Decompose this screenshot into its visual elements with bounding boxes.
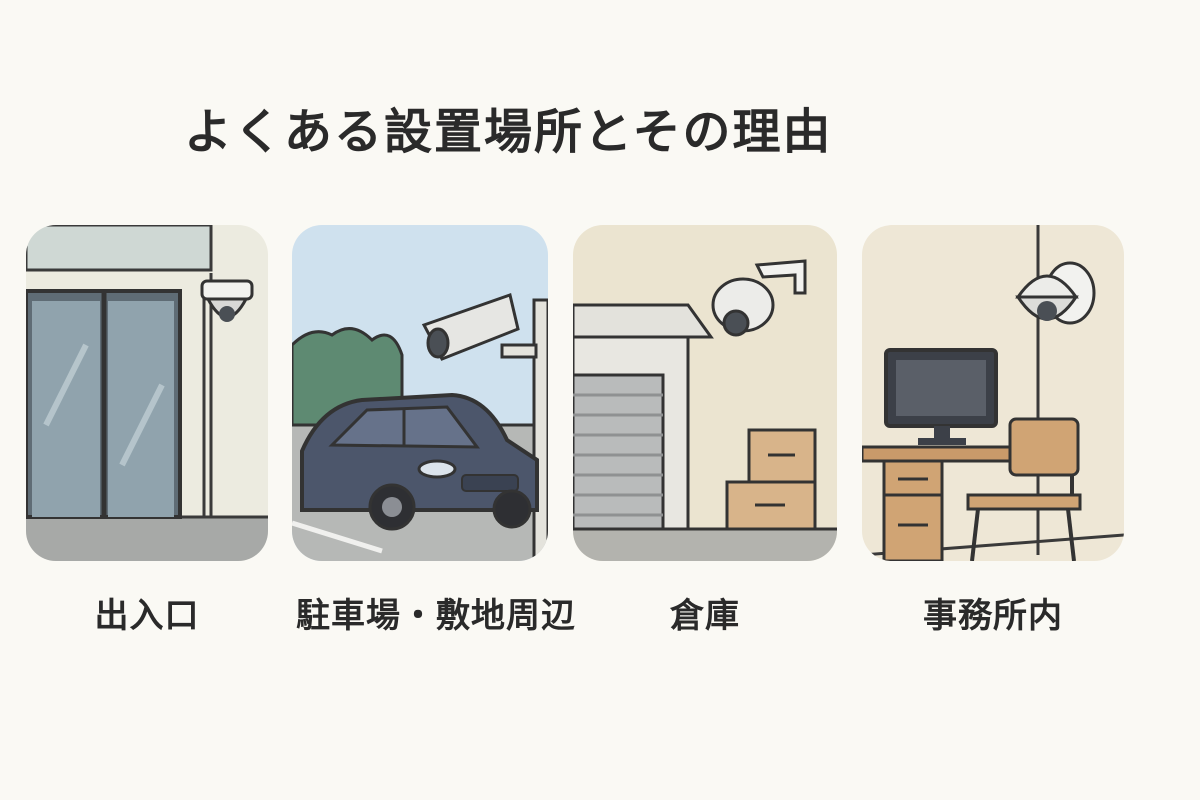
location-label-entrance: 出入口: [94, 596, 200, 636]
wall-camera-icon: [711, 259, 807, 337]
dome-camera-icon: [200, 279, 254, 322]
car-icon: [300, 392, 539, 531]
location-label-warehouse: 倉庫: [670, 596, 740, 636]
location-label-parking: 駐車場・敷地周辺: [296, 596, 576, 636]
chair-icon: [966, 417, 1082, 561]
warehouse-illustration: [573, 225, 837, 561]
bullet-camera-icon: [421, 293, 538, 361]
location-label-office: 事務所内: [923, 596, 1063, 636]
dome-camera-icon: [1015, 261, 1096, 325]
page-title: よくある設置場所とその理由: [184, 104, 833, 160]
entrance-illustration: [26, 225, 268, 561]
office-illustration: [862, 225, 1124, 561]
monitor-icon: [884, 348, 998, 445]
parking-illustration: [292, 225, 548, 561]
